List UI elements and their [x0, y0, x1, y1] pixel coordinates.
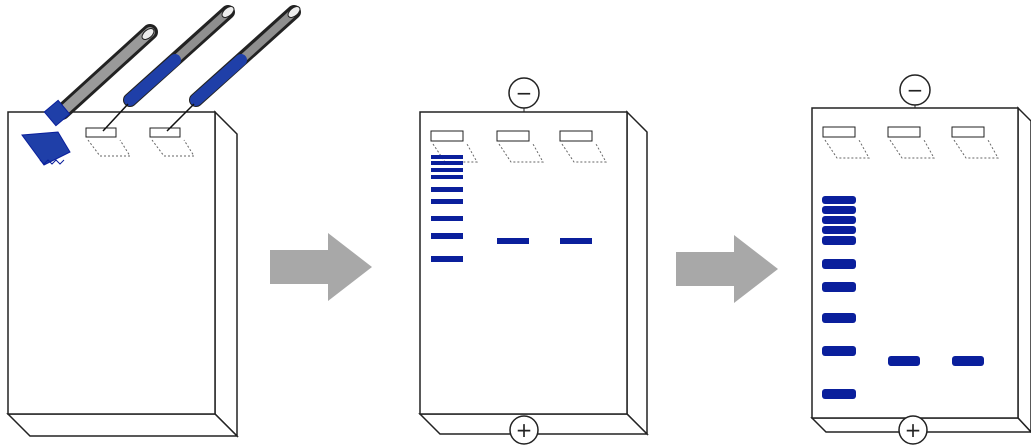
- ladder-bands: [431, 155, 463, 262]
- syringe-icon: [102, 5, 235, 132]
- syringe-icon: [166, 5, 301, 132]
- band: [822, 313, 856, 323]
- band: [431, 187, 463, 192]
- band: [431, 233, 463, 239]
- electrode-negative-icon: −: [899, 74, 931, 108]
- electrode-positive-icon: +: [898, 415, 928, 445]
- band: [822, 346, 856, 356]
- gel-panel-short-run: − +: [418, 77, 649, 445]
- electrode-negative-icon: −: [508, 77, 540, 112]
- band: [822, 389, 856, 399]
- sample-band: [952, 356, 984, 366]
- band: [822, 216, 856, 224]
- band: [822, 196, 856, 204]
- electrode-positive-label: +: [905, 418, 922, 442]
- gel-bottom-face: [6, 413, 239, 437]
- electrode-positive-label: +: [516, 418, 533, 442]
- band: [431, 199, 463, 204]
- sample-band: [497, 238, 529, 244]
- ladder-bands: [822, 196, 856, 399]
- arrow-right-icon: [676, 235, 778, 303]
- band: [822, 206, 856, 214]
- gel-side-face: [214, 110, 238, 438]
- band: [822, 282, 856, 292]
- band: [822, 236, 856, 245]
- sample-band: [560, 238, 592, 244]
- wells: [822, 126, 999, 159]
- band: [822, 259, 856, 269]
- band: [822, 226, 856, 234]
- syringe-icon: [43, 24, 158, 127]
- band: [431, 256, 463, 262]
- electrode-negative-label: −: [516, 81, 533, 105]
- well-sample-2: [149, 127, 195, 157]
- gel-panel-loading: [6, 5, 301, 438]
- sample-band: [888, 356, 920, 366]
- gel-panel-long-run: − +: [810, 74, 1031, 445]
- band: [431, 175, 463, 179]
- band: [431, 161, 463, 165]
- band: [431, 168, 463, 172]
- well-ladder: [21, 131, 71, 166]
- arrow-right-icon: [270, 233, 372, 301]
- electrode-negative-label: −: [907, 78, 924, 102]
- electrode-positive-icon: +: [509, 415, 539, 445]
- band: [431, 155, 463, 159]
- band: [431, 216, 463, 221]
- well-sample-1: [85, 127, 131, 157]
